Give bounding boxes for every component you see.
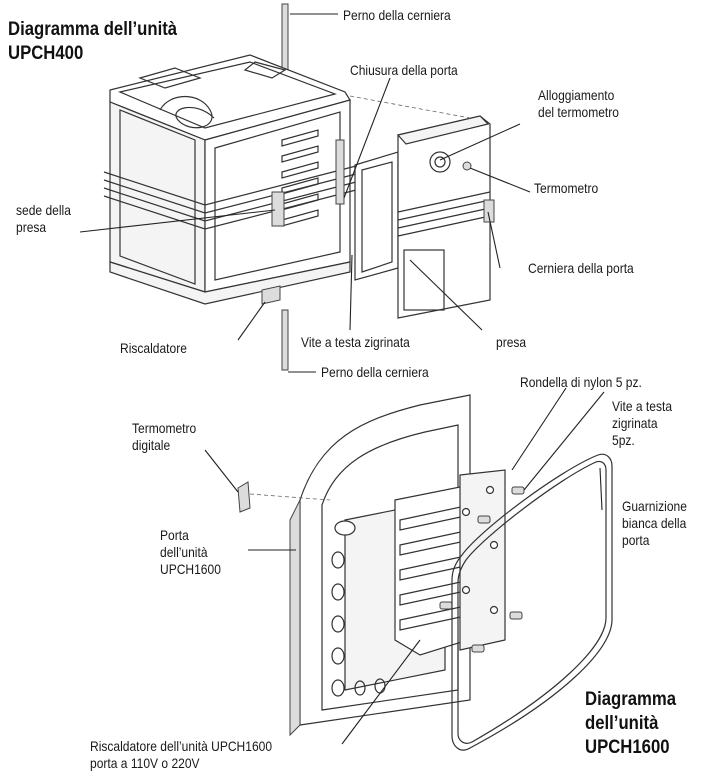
- thermometer-housing: [429, 151, 451, 173]
- heater-tab: [261, 285, 281, 305]
- door-gasket: [451, 453, 613, 751]
- label-hinge-pin-top: Perno della cerniera: [343, 7, 451, 23]
- label-thermometer-housing-line-2: del termometro: [538, 104, 619, 120]
- label-door-latch: Chiusura della porta: [350, 62, 458, 78]
- label-digital-thermometer: Termometro digitale: [132, 420, 196, 454]
- door-module-top: [396, 115, 490, 145]
- label-outlet-seat: sede della presa: [16, 202, 71, 236]
- label-outlet-seat-line-2: presa: [16, 219, 47, 235]
- mounting-plate: [459, 469, 506, 651]
- thermometer-guide: [249, 493, 331, 501]
- door-module-bands: [397, 191, 491, 237]
- label-digital-thermometer-line-1: Termometro: [132, 420, 197, 436]
- label-hinge-pin-bottom: Perno della cerniera: [321, 364, 429, 380]
- outlet-seat: [271, 191, 285, 227]
- door-handle: [334, 520, 356, 536]
- title-upch1600-line-1: Diagramma: [585, 689, 677, 710]
- door-hinge: [483, 199, 495, 223]
- title-upch400-line-1: Diagramma dell’unità: [8, 19, 178, 40]
- label-thumb-screws-5: Vite a testa zigrinata 5pz.: [612, 398, 672, 449]
- thumb-screws: [439, 486, 525, 653]
- digital-thermometer: [237, 481, 251, 513]
- lid-handle-left: [138, 67, 202, 89]
- label-heater-upch1600-line-2: porta a 110V o 220V: [90, 755, 200, 771]
- lid-handle-right: [243, 61, 287, 79]
- label-outlet-seat-line-1: sede della: [16, 202, 71, 218]
- cord-coil: [159, 96, 215, 129]
- upch400-drawing: [103, 3, 495, 371]
- label-door-gasket-line-2: bianca della: [622, 515, 687, 531]
- title-upch1600-line-3: UPCH1600: [585, 737, 670, 758]
- nylon-washers: [461, 485, 499, 615]
- label-thumb-screws-5-line-2: zigrinata: [612, 415, 658, 431]
- cabinet-base: [109, 261, 351, 305]
- cabinet-front-frame: [214, 111, 341, 281]
- unit-door-edge: [289, 499, 301, 737]
- label-unit-door-line-1: Porta: [160, 527, 189, 543]
- label-door-gasket-line-1: Guarnizione: [622, 498, 687, 514]
- title-upch1600-line-2: dell’unità: [585, 713, 659, 734]
- label-heater-upch1600: Riscaldatore dell’unità UPCH1600 porta a…: [90, 738, 272, 772]
- label-thumb-screw: Vite a testa zigrinata: [301, 334, 410, 350]
- label-thumb-screws-5-line-3: 5pz.: [612, 432, 635, 448]
- thermometer-knob: [462, 161, 472, 171]
- leader-lines: [79, 13, 605, 745]
- label-door-gasket: Guarnizione bianca della porta: [622, 498, 687, 549]
- label-digital-thermometer-line-2: digitale: [132, 437, 171, 453]
- title-upch1600: Diagramma dell’unità UPCH1600: [585, 688, 676, 760]
- door-gasket-inner: [457, 460, 607, 744]
- label-thermometer-housing-line-1: Alloggiamento: [538, 87, 615, 103]
- label-door-gasket-line-3: porta: [622, 532, 650, 548]
- cabinet-bands: [103, 165, 357, 230]
- label-heater: Riscaldatore: [120, 340, 187, 356]
- label-door-hinge: Cerniera della porta: [528, 260, 634, 276]
- label-unit-door: Porta dell’unità UPCH1600: [160, 527, 221, 578]
- label-nylon-washer: Rondella di nylon 5 pz.: [520, 374, 642, 390]
- lid-recess: [118, 61, 337, 129]
- thermometer-dial: [434, 156, 446, 168]
- label-unit-door-line-3: UPCH1600: [160, 561, 221, 577]
- door-module-foot: [403, 249, 445, 311]
- hinge-pin-bottom: [281, 309, 289, 371]
- title-upch400: Diagramma dell’unità UPCH400: [8, 18, 177, 66]
- label-thermometer: Termometro: [534, 180, 599, 196]
- door-inner: [361, 161, 393, 273]
- alignment-line: [349, 95, 471, 119]
- cabinet-side-panel: [119, 109, 196, 285]
- title-upch400-line-2: UPCH400: [8, 43, 84, 64]
- label-heater-upch1600-line-1: Riscaldatore dell’unità UPCH1600: [90, 738, 273, 754]
- label-thermometer-housing: Alloggiamento del termometro: [538, 87, 619, 121]
- unit-door-frame: [321, 424, 459, 711]
- upch1600-drawing: [237, 394, 613, 751]
- label-thumb-screws-5-line-1: Vite a testa: [612, 398, 673, 414]
- door-latch: [335, 139, 345, 205]
- label-unit-door-line-2: dell’unità: [160, 544, 208, 560]
- label-outlet: presa: [496, 334, 527, 350]
